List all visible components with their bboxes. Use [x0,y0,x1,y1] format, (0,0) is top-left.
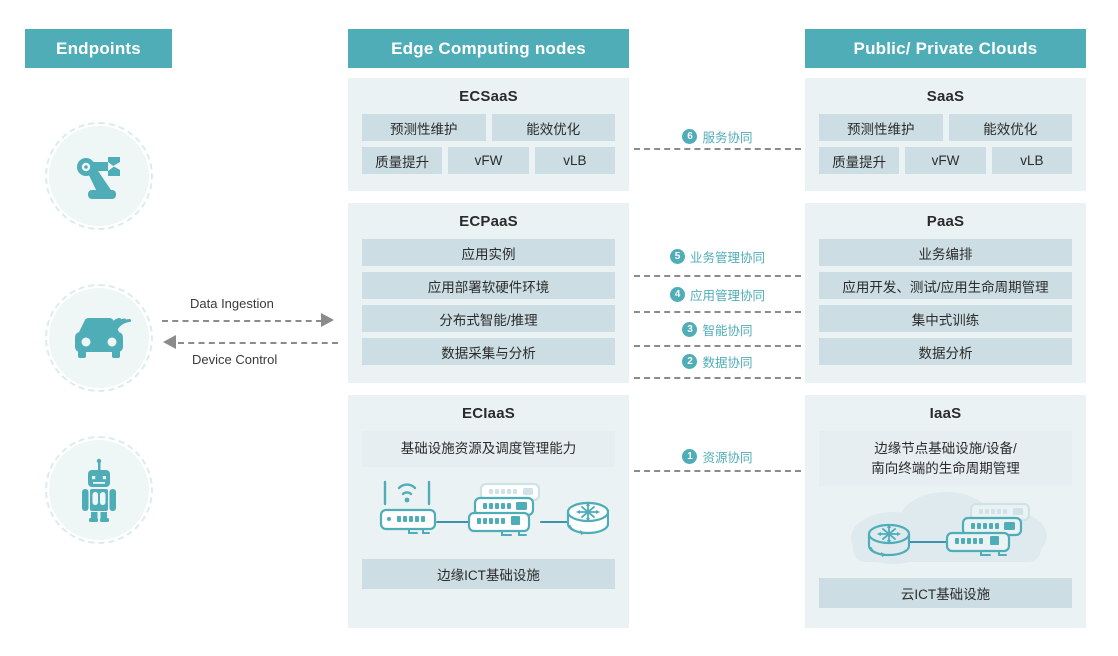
flow-label-device-control: Device Control [192,352,278,367]
paas-cell-app-dev-lifecycle[interactable]: 应用开发、测试/应用生命周期管理 [819,272,1072,299]
connector-badge-2: 2 [682,354,698,369]
panel-iaas: IaaS 边缘节点基础设施/设备/ 南向终端的生命周期管理 [805,395,1086,628]
connector-badge-3: 3 [682,322,698,337]
connector-label-2: 2 数据协同 [634,352,801,371]
flow-line-data-ingestion [162,320,322,322]
ecsaas-row-1: 预测性维护 能效优化 [362,114,615,141]
panel-title-paas: PaaS [926,213,965,230]
connector-badge-5: 5 [669,249,685,264]
connector-label-3: 3 智能协同 [634,320,801,339]
saas-cell-vlb[interactable]: vLB [991,147,1072,174]
arrow-head-right-icon [321,313,334,327]
connector-line-5 [634,275,801,277]
iaas-capability-line-1: 边缘节点基础设施/设备/ [874,441,1017,456]
ecsaas-cell-vlb[interactable]: vLB [534,147,615,174]
connector-text-1: 资源协同 [702,451,753,465]
connector-text-4: 应用管理协同 [689,289,765,303]
column-header-cloud-label: Public/ Private Clouds [853,38,1038,58]
connector-line-1 [634,470,801,472]
ecsaas-cell-quality-improvement[interactable]: 质量提升 [362,147,443,174]
iaas-capability-line-2: 南向终端的生命周期管理 [871,460,1020,476]
flow-line-device-control [178,342,338,344]
panel-saas: SaaS 预测性维护 能效优化 质量提升 vFW vLB [805,78,1086,191]
network-devices-icon [362,467,615,559]
panel-title-iaas: IaaS [929,405,962,422]
panel-title-ecsaas: ECSaaS [459,88,518,105]
paas-cell-service-orchestration[interactable]: 业务编排 [819,239,1072,266]
ecpaas-cell-data-collection-analysis[interactable]: 数据采集与分析 [362,338,615,365]
connected-car-icon [45,284,153,392]
column-header-endpoints-label: Endpoints [56,38,141,58]
ecpaas-cell-deploy-environment[interactable]: 应用部署软硬件环境 [362,272,615,299]
ecsaas-cell-predictive-maintenance[interactable]: 预测性维护 [362,114,486,141]
panel-ecpaas: ECPaaS 应用实例 应用部署软硬件环境 分布式智能/推理 数据采集与分析 [348,203,629,383]
column-header-edge-label: Edge Computing nodes [391,38,586,58]
endpoint-ring [45,284,153,392]
ecpaas-cell-app-instance[interactable]: 应用实例 [362,239,615,266]
paas-cell-centralized-training[interactable]: 集中式训练 [819,305,1072,332]
flow-label-data-ingestion: Data Ingestion [190,296,274,311]
eciaas-capability[interactable]: 基础设施资源及调度管理能力 [362,431,615,467]
connector-badge-6: 6 [682,129,698,144]
saas-row-2: 质量提升 vFW vLB [819,147,1072,174]
connector-line-2 [634,377,801,379]
panel-paas: PaaS 业务编排 应用开发、测试/应用生命周期管理 集中式训练 数据分析 [805,203,1086,383]
iaas-footer[interactable]: 云ICT基础设施 [819,578,1072,609]
ecsaas-cell-vfw[interactable]: vFW [448,147,529,174]
arrow-head-left-icon [163,335,176,349]
connector-line-6 [634,148,801,150]
saas-cell-quality-improvement[interactable]: 质量提升 [819,147,900,174]
eciaas-footer[interactable]: 边缘ICT基础设施 [362,558,615,589]
panel-title-ecpaas: ECPaaS [459,213,518,230]
saas-cell-predictive-maintenance[interactable]: 预测性维护 [819,114,943,141]
column-header-cloud: Public/ Private Clouds [805,29,1086,68]
cloud-network-icon [819,486,1072,578]
connector-badge-1: 1 [682,449,698,464]
panel-title-eciaas: ECIaaS [462,405,515,422]
robot-arm-icon [45,122,153,230]
ecpaas-cell-distributed-inference[interactable]: 分布式智能/推理 [362,305,615,332]
connector-line-3 [634,345,801,347]
ecsaas-row-2: 质量提升 vFW vLB [362,147,615,174]
paas-cell-data-analysis[interactable]: 数据分析 [819,338,1072,365]
connector-label-5: 5 业务管理协同 [634,247,801,266]
connector-text-2: 数据协同 [702,356,753,370]
endpoint-ring [45,122,153,230]
connector-badge-4: 4 [669,287,685,302]
endpoint-ring [45,436,153,544]
panel-eciaas: ECIaaS 基础设施资源及调度管理能力 [348,395,629,628]
connector-line-4 [634,311,801,313]
panel-ecsaas: ECSaaS 预测性维护 能效优化 质量提升 vFW vLB [348,78,629,191]
column-header-edge: Edge Computing nodes [348,29,629,68]
saas-row-1: 预测性维护 能效优化 [819,114,1072,141]
connector-label-4: 4 应用管理协同 [634,285,801,304]
saas-cell-energy-optimization[interactable]: 能效优化 [948,114,1072,141]
connector-text-6: 服务协同 [702,131,753,145]
connector-label-1: 1 资源协同 [634,447,801,466]
endpoint-connected-car [45,284,153,392]
iaas-capability[interactable]: 边缘节点基础设施/设备/ 南向终端的生命周期管理 [819,431,1072,487]
saas-cell-vfw[interactable]: vFW [905,147,986,174]
robot-icon [45,436,153,544]
connector-text-3: 智能协同 [702,324,753,338]
panel-title-saas: SaaS [926,88,965,105]
connector-text-5: 业务管理协同 [689,251,765,265]
endpoint-robot [45,436,153,544]
endpoint-robot-arm [45,122,153,230]
connector-label-6: 6 服务协同 [634,127,801,146]
ecsaas-cell-energy-optimization[interactable]: 能效优化 [491,114,615,141]
column-header-endpoints: Endpoints [25,29,172,68]
